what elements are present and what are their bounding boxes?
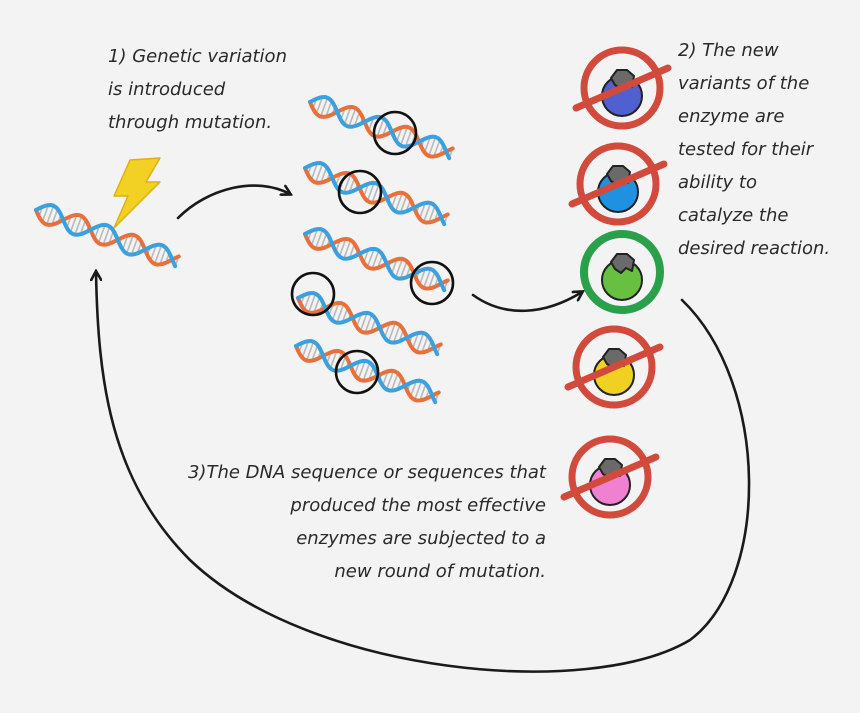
dna-helix-icon — [303, 161, 450, 227]
step3-line: enzymes are subjected to a — [296, 528, 546, 549]
step3-line: 3)The DNA sequence or sequences that — [188, 462, 547, 483]
arrow-to-screening — [471, 292, 582, 313]
step2-line: catalyze the — [678, 205, 788, 226]
step3-line: produced the most effective — [289, 495, 546, 516]
step1-line: 1) Genetic variation — [108, 46, 287, 67]
reject-icon — [568, 142, 668, 226]
step2-line: desired reaction. — [678, 238, 830, 259]
mutation-circle-icon — [372, 110, 418, 156]
step2-line: ability to — [678, 172, 757, 193]
dna-layer — [34, 95, 455, 405]
arrow-to-mutants — [176, 184, 290, 220]
cycle-arrow-icon — [96, 272, 751, 673]
step1-text: 1) Genetic variation is introduced throu… — [108, 46, 287, 133]
mutation-circle-icon — [334, 349, 380, 395]
enzyme-icon — [601, 253, 643, 301]
mutation-circle-icon — [290, 271, 336, 317]
step2-line: 2) The new — [678, 40, 779, 61]
reject-icon — [564, 325, 664, 409]
enzyme-layer — [560, 46, 672, 519]
step2-line: variants of the — [678, 73, 809, 94]
step1-line: through mutation. — [108, 112, 272, 133]
dna-helix-icon — [296, 291, 443, 357]
step2-line: enzyme are — [678, 106, 784, 127]
dna-helix-icon — [303, 227, 450, 293]
step3-text: 3)The DNA sequence or sequences that pro… — [188, 462, 547, 582]
step2-text: 2) The new variants of the enzyme are te… — [678, 40, 830, 259]
step1-line: is introduced — [108, 79, 226, 100]
accept-ring-icon — [580, 230, 664, 314]
step3-line: new round of mutation. — [334, 561, 546, 582]
mutation-circle-icon — [409, 260, 455, 306]
dna-helix-icon — [34, 203, 181, 269]
lightning-bolt-icon — [113, 157, 161, 229]
reject-icon — [560, 435, 660, 519]
mutation-circle-icon — [337, 169, 383, 215]
reject-icon — [572, 46, 672, 130]
dna-helix-icon — [308, 95, 455, 161]
step2-line: tested for their — [678, 139, 815, 160]
